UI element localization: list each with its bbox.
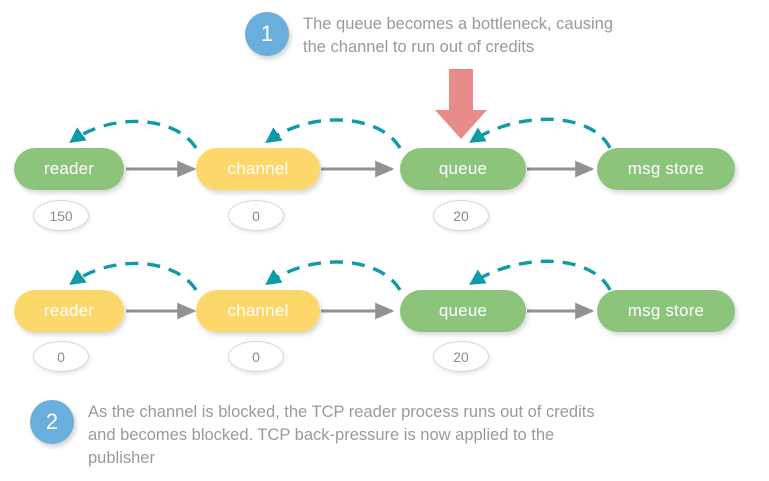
callout-1-bullet: 1 bbox=[245, 12, 289, 56]
node-row1-msg-store[interactable]: msg store bbox=[597, 148, 735, 190]
badge-row2-queue: 20 bbox=[433, 341, 489, 372]
node-row1-queue[interactable]: queue bbox=[400, 148, 526, 190]
callout-2-bullet: 2 bbox=[30, 400, 74, 444]
node-row2-msg-store[interactable]: msg store bbox=[597, 290, 735, 332]
credit-arcs-row-1 bbox=[69, 117, 612, 149]
node-row1-reader[interactable]: reader bbox=[14, 148, 124, 190]
node-row1-channel[interactable]: channel bbox=[196, 148, 320, 190]
bottleneck-arrow bbox=[435, 69, 487, 139]
callout-2: 2 As the channel is blocked, the TCP rea… bbox=[30, 400, 730, 470]
badge-row1-reader: 150 bbox=[33, 200, 89, 231]
badge-row2-channel: 0 bbox=[228, 341, 284, 372]
credit-arcs-row-2 bbox=[69, 259, 612, 291]
badge-row1-queue: 20 bbox=[433, 200, 489, 231]
callout-1: 1 The queue becomes a bottleneck, causin… bbox=[245, 12, 755, 59]
node-row2-reader[interactable]: reader bbox=[14, 290, 124, 332]
callout-1-text: The queue becomes a bottleneck, causing … bbox=[303, 15, 614, 56]
badge-row1-channel: 0 bbox=[228, 200, 284, 231]
node-row2-queue[interactable]: queue bbox=[400, 290, 526, 332]
node-row2-channel[interactable]: channel bbox=[196, 290, 320, 332]
badge-row2-reader: 0 bbox=[33, 341, 89, 372]
callout-2-text: As the channel is blocked, the TCP reade… bbox=[88, 403, 595, 467]
